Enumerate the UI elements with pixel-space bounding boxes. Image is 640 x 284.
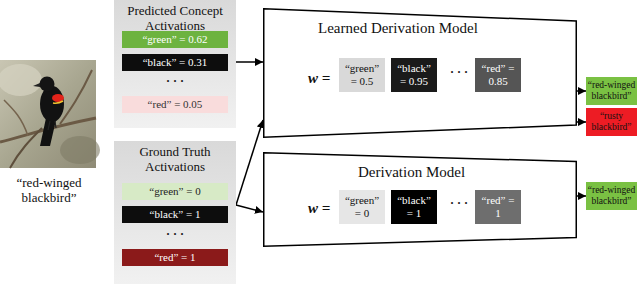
- image-caption: “red-winged blackbird”: [2, 176, 96, 206]
- derivation-model: Derivation Model w = “green” = 0 “black” = …: [263, 152, 577, 247]
- class-label: “rusty blackbird”: [587, 111, 636, 133]
- derivation-model: Learned Derivation Model w = “green” = 0.5…: [263, 8, 577, 138]
- activation-value: “red” = 1: [479, 194, 517, 219]
- activation-value: “black” = 0.95: [395, 62, 433, 87]
- connector-arrow: [577, 121, 586, 123]
- activation-value: “green” = 0.62: [125, 33, 225, 46]
- ellipsis: · · ·: [160, 75, 190, 89]
- activation-value: “green” = 0.5: [343, 62, 381, 87]
- connector-arrow: [236, 120, 263, 205]
- ellipsis: · · ·: [444, 197, 474, 211]
- bird-beak: [33, 83, 40, 87]
- activation-value: “red” = 1: [125, 251, 225, 264]
- concept-activation: “green” = 0: [122, 183, 228, 200]
- bird-tail: [40, 118, 56, 146]
- concept-activation: “black” = 0.31: [122, 54, 228, 71]
- ellipsis: · · ·: [160, 228, 190, 242]
- output-class: “rusty blackbird”: [586, 108, 637, 136]
- class-label: “red-winged blackbird”: [587, 185, 636, 207]
- photo-blur: [60, 136, 100, 164]
- branch: [4, 100, 28, 136]
- trapezoid-shape: [264, 9, 577, 138]
- output-class: “red-winged blackbird”: [586, 77, 637, 105]
- connector-arrow: [577, 195, 586, 197]
- connector-arrow: [236, 205, 263, 212]
- connector-arrow: [236, 61, 263, 63]
- bird-shoulder-stripe: [53, 101, 63, 103]
- concept-activation: “red” = 0.05: [122, 96, 228, 113]
- activation-value: “red” = 0.05: [125, 98, 225, 111]
- weight-symbol: w =: [308, 200, 330, 217]
- branch: [60, 70, 92, 124]
- panel-title: Predicted Concept Activations: [114, 0, 236, 34]
- ellipsis: · · ·: [444, 66, 474, 80]
- activation-value: “green” = 0: [125, 185, 225, 198]
- weight-box: “red” = 0.85: [475, 58, 521, 92]
- weight-box: “green” = 0.5: [339, 58, 385, 92]
- concept-activation: “black” = 1: [122, 206, 228, 223]
- weight-box: “black” = 0.95: [391, 58, 437, 92]
- panel-title: Ground Truth Activations: [114, 141, 236, 175]
- weight-box: “red” = 1: [475, 190, 521, 224]
- concept-activation: “red” = 1: [122, 249, 228, 266]
- activation-value: “black” = 1: [395, 194, 433, 219]
- model-title: Derivation Model: [358, 164, 465, 181]
- activation-panel: Predicted Concept Activations“green” = 0…: [114, 0, 236, 128]
- activation-value: “red” = 0.85: [479, 62, 517, 87]
- weight-box: “green” = 0: [339, 190, 385, 224]
- photo-blur: [0, 64, 42, 96]
- connector-arrow: [577, 90, 586, 92]
- activation-value: “black” = 0.31: [125, 56, 225, 69]
- activation-value: “green” = 0: [343, 194, 381, 219]
- bird-legs: [48, 121, 56, 130]
- activation-panel: Ground Truth Activations “green” = 0 “blac…: [114, 141, 236, 284]
- class-label: “red-winged blackbird”: [587, 80, 636, 102]
- bird-head: [40, 77, 55, 92]
- model-title: Learned Derivation Model: [318, 20, 478, 37]
- bird-body: [40, 86, 64, 122]
- branch: [10, 128, 42, 168]
- output-class: “red-winged blackbird”: [586, 182, 637, 210]
- weight-box: “black” = 1: [391, 190, 437, 224]
- weight-symbol: w =: [308, 70, 330, 87]
- activation-value: “black” = 1: [125, 208, 225, 221]
- concept-activation: “green” = 0.62: [122, 31, 228, 48]
- trapezoid-shape: [264, 153, 577, 247]
